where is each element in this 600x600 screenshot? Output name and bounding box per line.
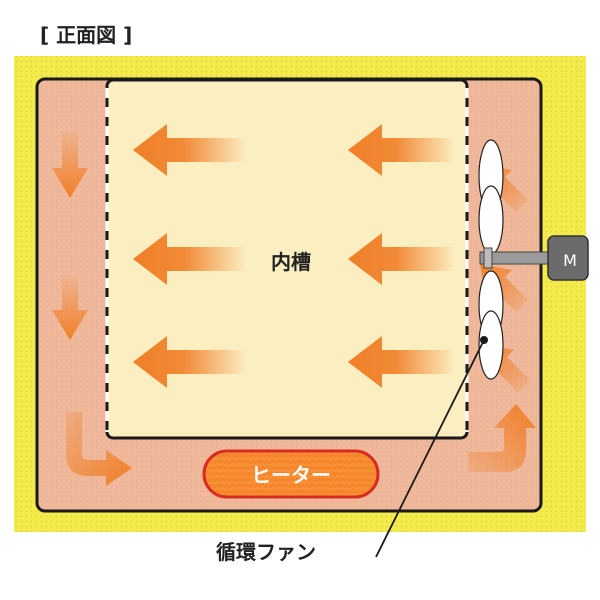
fan-leader-line [375,339,485,558]
fan-blade [478,310,504,380]
motor-label: M [563,251,577,270]
heater-label: ヒーター [251,463,331,487]
motor: M [547,235,589,281]
heater: ヒーター [202,449,380,499]
inner-tank-label: 内槽 [271,250,311,274]
airflow-arrow-down [52,130,88,198]
airflow-arrow-corner [66,412,132,486]
motor-body [547,235,589,281]
heater-element [202,449,380,499]
airflow-arrows-inner [133,124,455,388]
airflow-arrow-left [348,336,455,388]
fan-hub [483,247,493,269]
airflow-arrow-left [133,124,246,176]
airflow-arrow-left [133,233,246,285]
airflow-arrow-left [133,336,246,388]
airflow-arrow-left [348,124,455,176]
airflow-arrows-left-duct [52,130,132,486]
airflow-arrow-down [52,276,88,340]
diagram-title: [ 正面図 ] [40,23,132,47]
airflow-arrow-left [348,233,455,285]
airflow-arrow-corner [468,404,536,472]
circulation-fan-label: 循環ファン [216,540,316,564]
fan-blade [478,185,504,255]
